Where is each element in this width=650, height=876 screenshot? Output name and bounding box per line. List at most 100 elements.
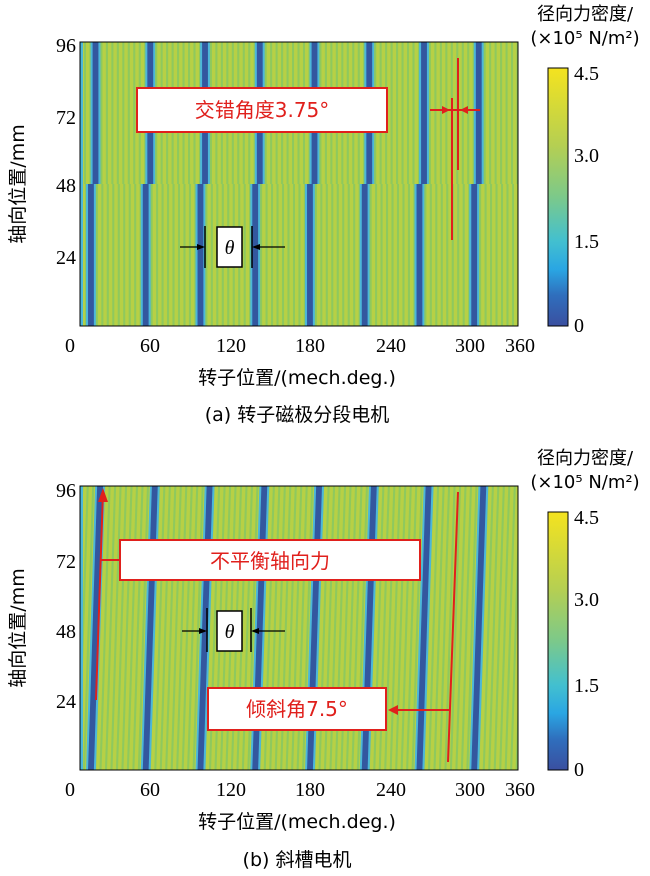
colorbar-a-tick-0: 0 [574, 315, 584, 337]
fine-stripe [314, 184, 317, 326]
fine-stripe [205, 184, 208, 326]
heatmap-a [80, 42, 529, 326]
fine-stripe [532, 486, 543, 770]
fine-stripe [358, 184, 361, 326]
fine-stripe [347, 184, 350, 326]
x-axis-label-b: 转子位置/(mech.deg.) [198, 811, 396, 833]
fine-stripe [139, 184, 142, 326]
axial-force-annotation: 不平衡轴向力 [95, 488, 421, 701]
fine-stripe [303, 184, 306, 326]
skew-callout-text: 倾斜角7.5° [246, 697, 348, 721]
colorbar-b: 径向力密度/ (×10⁵ N/m²) 4.5 3.0 1.5 0 [530, 448, 639, 781]
fine-stripe [451, 184, 454, 326]
caption-a: (a) 转子磁极分段电机 [205, 404, 390, 426]
fine-stripe [483, 42, 486, 184]
caption-b: (b) 斜槽电机 [243, 849, 352, 871]
dark-band [421, 42, 427, 184]
dark-band [307, 184, 313, 326]
fine-stripe [417, 42, 421, 184]
fine-stripe [271, 184, 274, 326]
plot-frame-a [79, 41, 519, 327]
theta-symbol-a: θ [225, 237, 235, 259]
dark-band [88, 486, 103, 770]
dark-band [416, 486, 432, 770]
fine-stripe [466, 486, 478, 770]
x-tick-a-120: 120 [216, 335, 246, 357]
fine-stripe [396, 42, 399, 184]
fine-stripe [177, 184, 181, 326]
fine-stripe [510, 523, 518, 770]
fine-stripe [446, 184, 449, 326]
fine-stripe [434, 42, 437, 184]
fine-stripe [390, 42, 393, 184]
y-tick-a-72: 72 [56, 107, 76, 129]
stagger-callout-text: 交错角度3.75° [195, 98, 330, 122]
fine-stripe [375, 184, 378, 326]
fine-stripe [95, 184, 98, 326]
theta-marker-b: θ [182, 608, 285, 652]
fine-stripe [511, 42, 514, 184]
fine-stripe [455, 486, 467, 770]
dark-band [475, 42, 482, 184]
fine-stripe [83, 486, 95, 770]
fine-stripe [516, 42, 518, 184]
fine-stripe [467, 42, 470, 184]
panel-b: 不平衡轴向力 倾斜角7.5° θ 0 60 120 180 240 [7, 448, 640, 871]
fine-stripe [172, 184, 175, 326]
fine-stripe [123, 184, 126, 326]
y-tick-b-48: 48 [56, 621, 76, 643]
y-tick-a-96: 96 [56, 35, 76, 57]
fine-stripe [281, 184, 285, 326]
colorbar-b-tick-3.0: 3.0 [574, 589, 599, 611]
fine-stripe [494, 42, 497, 184]
fine-stripe [402, 184, 405, 326]
fine-stripe [369, 184, 372, 326]
fine-stripe [484, 184, 487, 326]
y-axis-b: 24 48 72 96 [56, 480, 76, 713]
skew-annotation: 倾斜角7.5° [207, 491, 459, 763]
fine-stripe [127, 42, 130, 184]
fine-stripe [353, 184, 356, 326]
fine-stripe [515, 694, 518, 770]
dark-band [92, 42, 99, 184]
fine-stripe [260, 184, 263, 326]
fine-stripe [527, 42, 529, 184]
skew-callout-box [207, 687, 387, 731]
fine-stripe [499, 486, 511, 770]
fine-stripe [106, 184, 109, 326]
theta-marker-a-arrowhead-right [252, 244, 260, 250]
fine-stripe [385, 184, 389, 326]
fine-stripe [101, 184, 104, 326]
fine-stripe [527, 486, 538, 770]
axial-force-arrow [95, 491, 104, 701]
fine-stripe [276, 184, 279, 326]
edge-strip [80, 486, 83, 770]
y-axis-label-b: 轴向位置/mm [7, 568, 29, 687]
fine-stripe [183, 184, 186, 326]
dark-band [361, 184, 368, 326]
fine-stripe [331, 184, 334, 326]
fine-stripe [105, 42, 108, 184]
x-axis-b: 0 60 120 180 240 300 360 [65, 779, 535, 801]
fine-stripe [406, 42, 410, 184]
dark-band [471, 486, 487, 770]
x-tick-a-240: 240 [376, 335, 406, 357]
fine-stripe [522, 42, 524, 184]
fine-stripe [287, 184, 290, 326]
y-tick-a-48: 48 [56, 175, 76, 197]
fine-stripe [462, 184, 465, 326]
fine-stripe [438, 486, 451, 770]
fine-stripe [380, 184, 383, 326]
fine-stripe [112, 184, 115, 326]
fine-stripe [336, 184, 339, 326]
fine-stripe [134, 184, 137, 326]
theta-marker-b-arrowhead-right [251, 628, 259, 634]
fine-stripe [292, 184, 295, 326]
fine-stripe [111, 42, 114, 184]
dark-band [88, 184, 94, 326]
theta-symbol-b: θ [225, 621, 235, 643]
fine-stripe [89, 42, 92, 184]
x-tick-a-180: 180 [295, 335, 325, 357]
fine-stripe [479, 184, 482, 326]
